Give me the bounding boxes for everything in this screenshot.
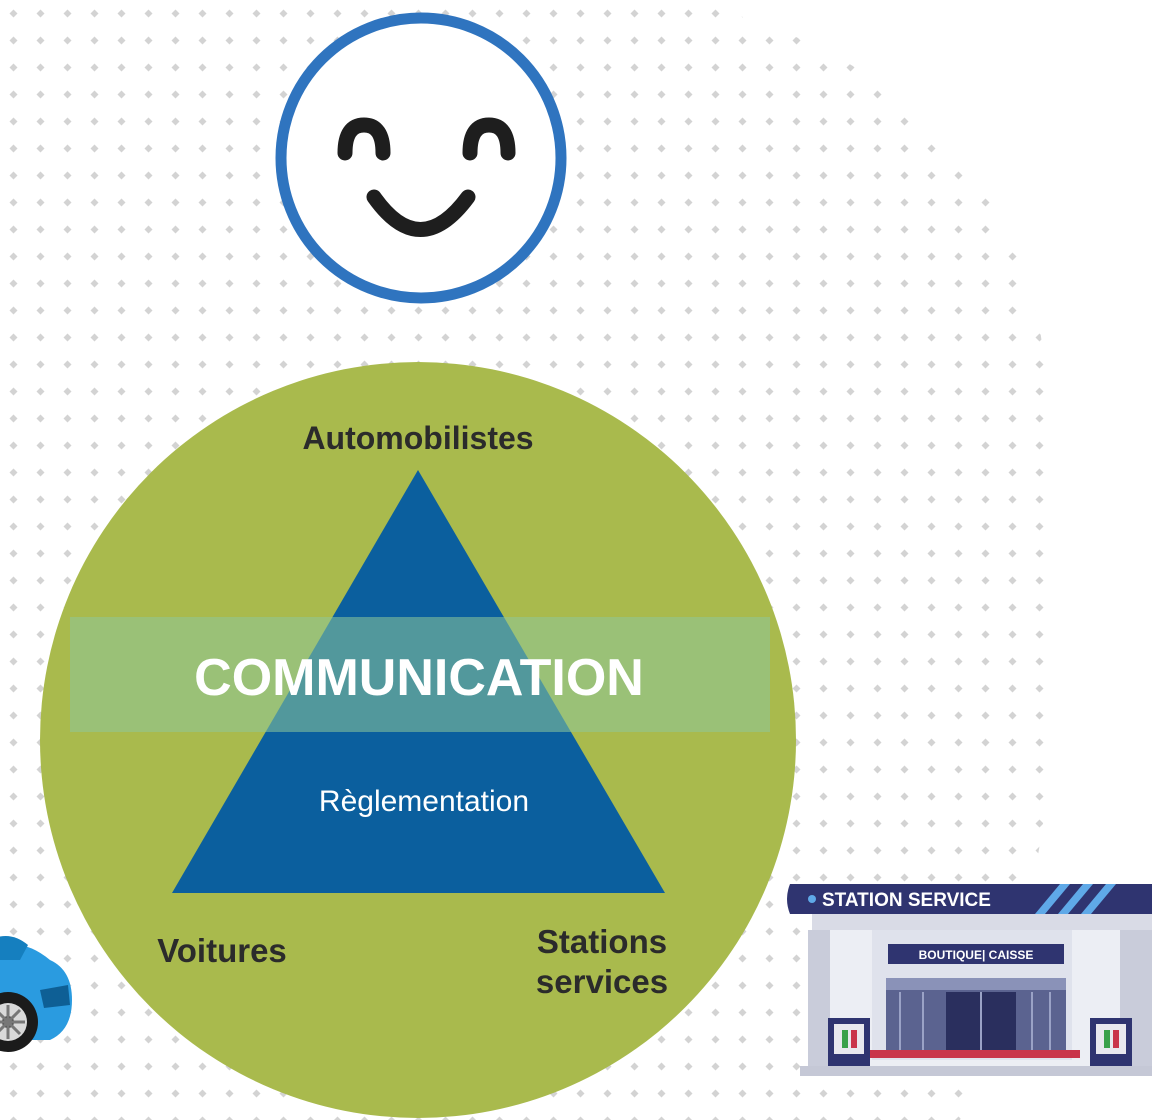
communication-band	[70, 617, 770, 732]
label-automobilistes: Automobilistes	[302, 420, 533, 456]
smiley-face-icon	[275, 12, 567, 304]
shop-sign-text: BOUTIQUE| CAISSE	[919, 948, 1034, 962]
label-reglementation: Règlementation	[319, 785, 529, 818]
car-icon	[0, 936, 72, 1052]
label-communication: COMMUNICATION	[194, 649, 644, 707]
label-stations: Stations	[537, 923, 667, 960]
label-voitures: Voitures	[157, 932, 287, 969]
gas-station-icon: STATION SERVICE BOUTIQUE| CAISSE	[787, 884, 1152, 1076]
station-sign-text: STATION SERVICE	[822, 890, 991, 911]
label-services: services	[536, 963, 668, 1000]
